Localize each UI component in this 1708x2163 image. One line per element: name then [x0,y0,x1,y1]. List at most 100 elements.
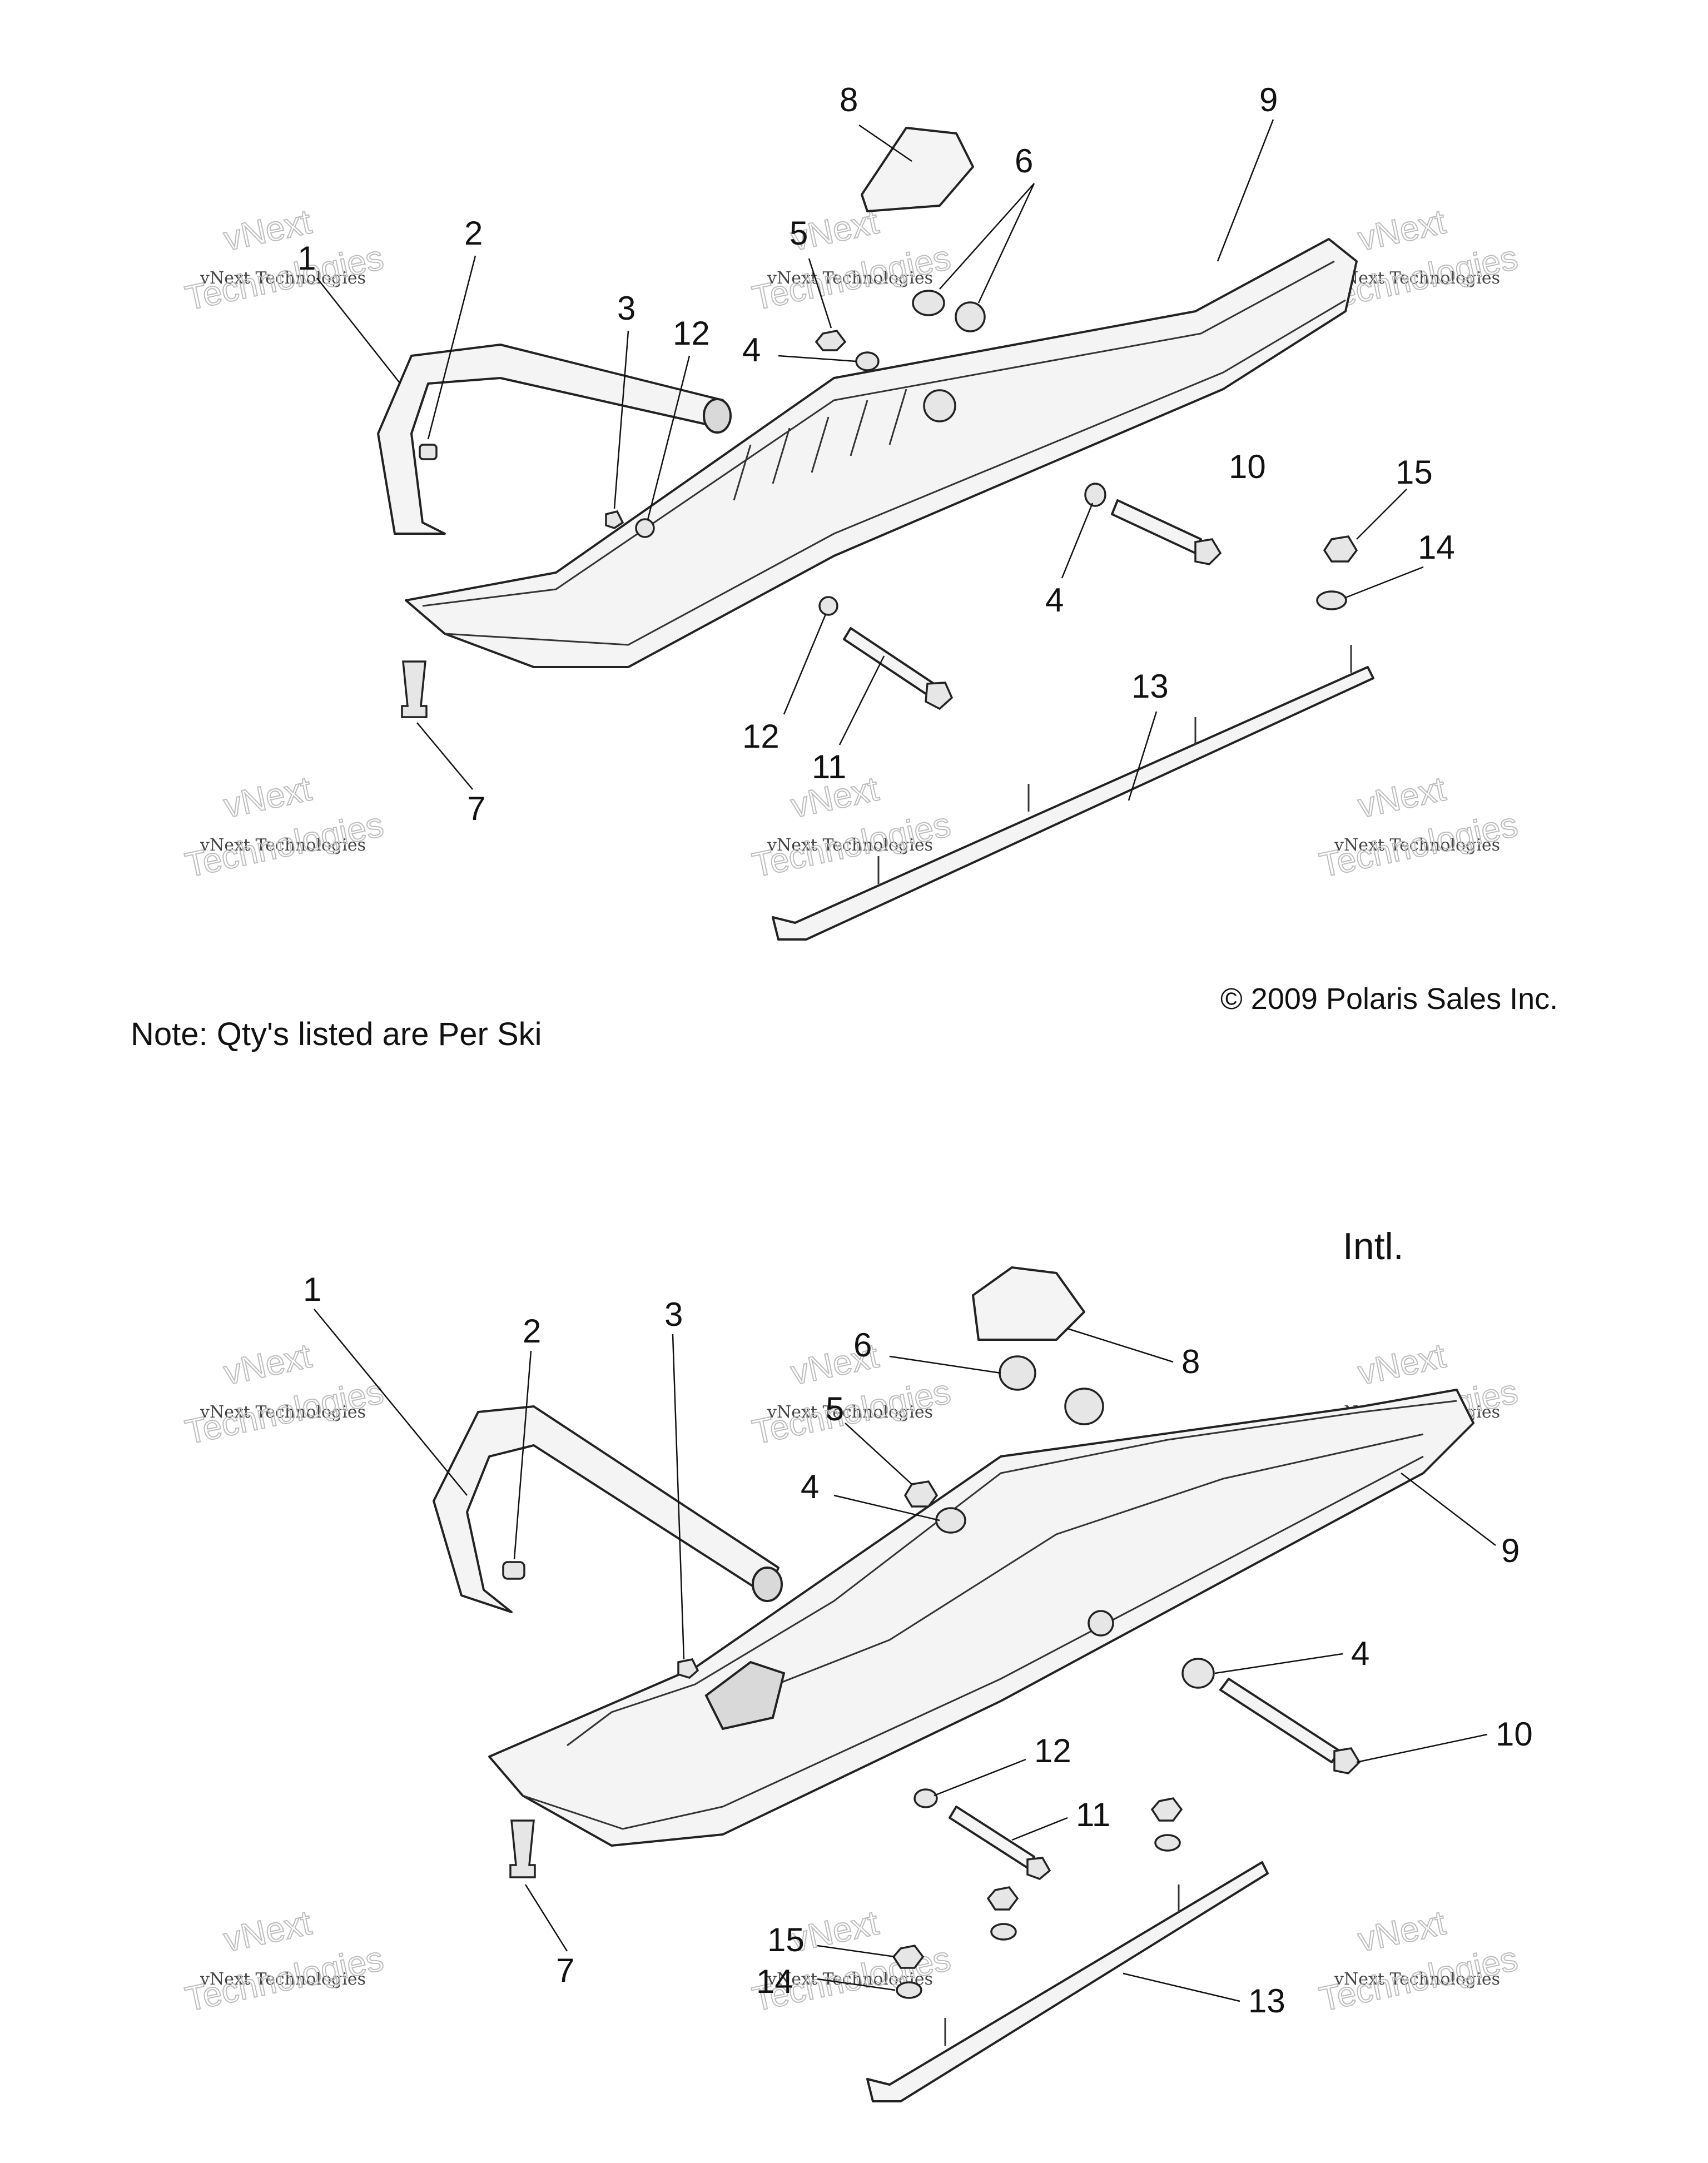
ski-upper-pivot-hole [923,389,956,422]
watermark-big-2: Technologies [182,238,386,318]
leader-l-15 [817,1945,896,1958]
wear-bar-upper [772,666,1374,941]
ski-body-upper [405,238,1358,668]
lower-leaders [314,1309,1496,2002]
washer-lower-14 [896,1981,922,1999]
watermark-small: vNext Technologies [200,1403,366,1422]
callout-upper-11: 11 [812,748,846,785]
callout-upper-7: 7 [467,790,485,827]
ski-lower-pivot-hole [1088,1610,1114,1637]
washer-lower-b [990,1923,1017,1941]
nut-lower-b [986,1886,1019,1911]
ski-body-upper-ridge [422,260,1335,607]
skid-block-lower [972,1266,1085,1341]
leader-l-11 [1011,1817,1068,1841]
leader-l-4a [833,1494,940,1521]
washer-lower-a [1154,1834,1181,1852]
callout-upper-1: 1 [297,240,316,277]
leader-u-4a [778,355,857,362]
leader-u-14 [1345,566,1424,599]
callout-lower-3: 3 [664,1296,683,1333]
lower-callouts: 1 2 3 6 8 5 4 9 4 10 12 11 7 15 14 13 [303,1271,1533,2020]
watermark: vNext vNext Technologies Technologies [1315,1903,1521,2020]
callout-upper-5: 5 [790,215,808,252]
watermark-small: vNext Technologies [200,268,366,288]
washer-upper-12a [635,518,655,538]
ski-handle-upper-end [703,398,732,434]
leader-u-4b [1061,503,1094,579]
leader-l-10 [1356,1733,1488,1763]
nut-lower-5 [903,1480,939,1508]
watermark-small: vNext Technologies [1334,836,1500,855]
watermark: vNext vNext Technologies Technologies [181,1336,387,1453]
washer-upper-12b [818,596,838,616]
leader-l-9 [1401,1473,1496,1546]
leader-u-3 [613,330,629,509]
callout-lower-9: 9 [1501,1532,1520,1569]
callout-lower-4b: 4 [1351,1635,1369,1672]
leader-l-1 [314,1309,468,1496]
callout-lower-12: 12 [1034,1732,1071,1769]
watermark-small: vNext Technologies [1334,268,1500,288]
skid-block-upper [861,127,974,212]
callout-lower-7: 7 [556,1952,574,1989]
watermark-big-2: Technologies [182,805,386,885]
callout-lower-11: 11 [1076,1796,1110,1833]
lower-ski-assembly [433,1266,1474,2102]
watermark-big-1: vNext [1355,203,1449,258]
callout-upper-3: 3 [617,290,635,327]
wear-bar-upper-studs [877,645,1352,884]
watermark: vNext vNext Technologies Technologies [1315,769,1521,886]
leader-u-11 [838,655,885,745]
leader-u-2 [427,255,476,440]
bolt-upper-11 [843,627,935,696]
bolt-lower-10 [1219,1678,1341,1763]
wear-bar-lower [866,1861,1269,2102]
watermark-big-2: Technologies [1316,805,1521,885]
watermark-big-2: Technologies [182,1373,386,1452]
leader-u-5 [808,258,832,329]
callout-upper-2: 2 [464,215,483,252]
ski-handle-upper [377,344,724,535]
quantity-note: Note: Qty's listed are Per Ski [131,1016,542,1052]
callout-lower-14: 14 [756,1963,793,2000]
callout-upper-8: 8 [840,81,858,118]
bushing-upper-a [912,290,945,316]
watermark-big-1: vNext [221,770,315,826]
ski-handle-lower [433,1405,779,1613]
leader-l-5 [845,1423,912,1485]
bolt-upper-10-head [1194,538,1222,565]
watermark-small: vNext Technologies [767,268,933,288]
bolt-upper-11-head [925,682,954,710]
callout-upper-10: 10 [1229,448,1266,485]
watermark-big-1: vNext [221,1337,315,1393]
callout-lower-10: 10 [1496,1716,1533,1753]
leader-u-1 [316,277,401,384]
watermark-big-1: vNext [1355,1337,1449,1393]
ski-body-lower-teeth-b [733,1433,1424,1702]
ski-body-lower-teeth-a [567,1400,1457,1747]
leader-l-3 [672,1334,685,1660]
callout-lower-15: 15 [767,1921,805,1958]
callout-lower-2: 2 [523,1312,541,1350]
callout-lower-13: 13 [1248,1982,1285,2020]
leader-l-14 [817,1978,896,1991]
leader-l-7 [524,1884,568,1952]
watermark-big-2: Technologies [1316,1940,1521,2019]
watermark-small: vNext Technologies [767,1403,933,1422]
washer-lower-4a [935,1507,966,1534]
leader-l-8 [1067,1327,1174,1363]
watermark-big-1: vNext [1355,770,1449,826]
callout-lower-5: 5 [826,1390,844,1428]
watermark-small: vNext Technologies [1334,1970,1500,1989]
nut-upper-15 [1323,535,1358,563]
watermark-big-1: vNext [1355,1904,1449,1960]
callout-lower-6: 6 [853,1326,872,1364]
nut-lower-a [1150,1797,1183,1822]
leader-l-13 [1123,1972,1240,2002]
copyright-text: © 2009 Polaris Sales Inc. [1220,982,1558,1016]
ski-body-lower-keel [522,1455,1424,1830]
leader-l-6 [889,1355,1001,1374]
bushing-lower-a [999,1355,1036,1391]
